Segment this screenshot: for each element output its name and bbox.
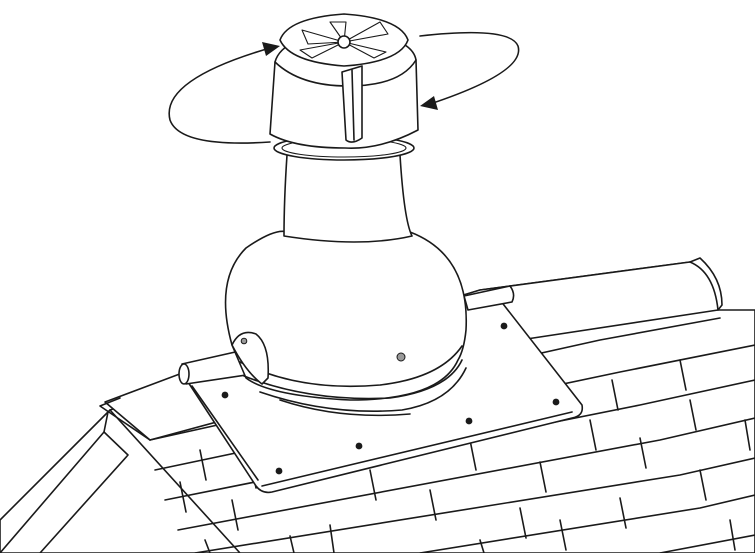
neck-pipe [283,154,413,243]
vent-dome [224,230,468,417]
screw [275,467,283,475]
flashing-screws [221,322,560,475]
cap-slot [341,65,363,143]
screw [221,391,229,399]
screw [500,322,508,330]
dome-band-3 [259,367,467,412]
dome-screw [396,352,406,362]
shingle-rows [149,317,755,553]
turbine-cap [269,13,419,149]
dome-band-1 [239,345,463,388]
screw [552,398,560,406]
vent-neck [273,135,415,243]
dome-shell [224,230,468,401]
screw [355,442,363,450]
rod-back [463,285,515,311]
side-inlet [231,331,270,385]
rotation-arrow-front [419,31,520,105]
arrowhead-right [420,96,438,110]
dome-band-2 [243,359,463,400]
inlet-screw [240,337,248,345]
gable-trim [0,431,129,553]
rotation-arrows [168,31,520,144]
arrowhead-left [262,42,280,56]
fan-blades [299,21,389,59]
screw [465,417,473,425]
rotation-arrow-back [168,47,271,144]
rod-end [178,363,190,385]
dome-band-4 [279,399,411,417]
fan-hub [337,35,351,49]
